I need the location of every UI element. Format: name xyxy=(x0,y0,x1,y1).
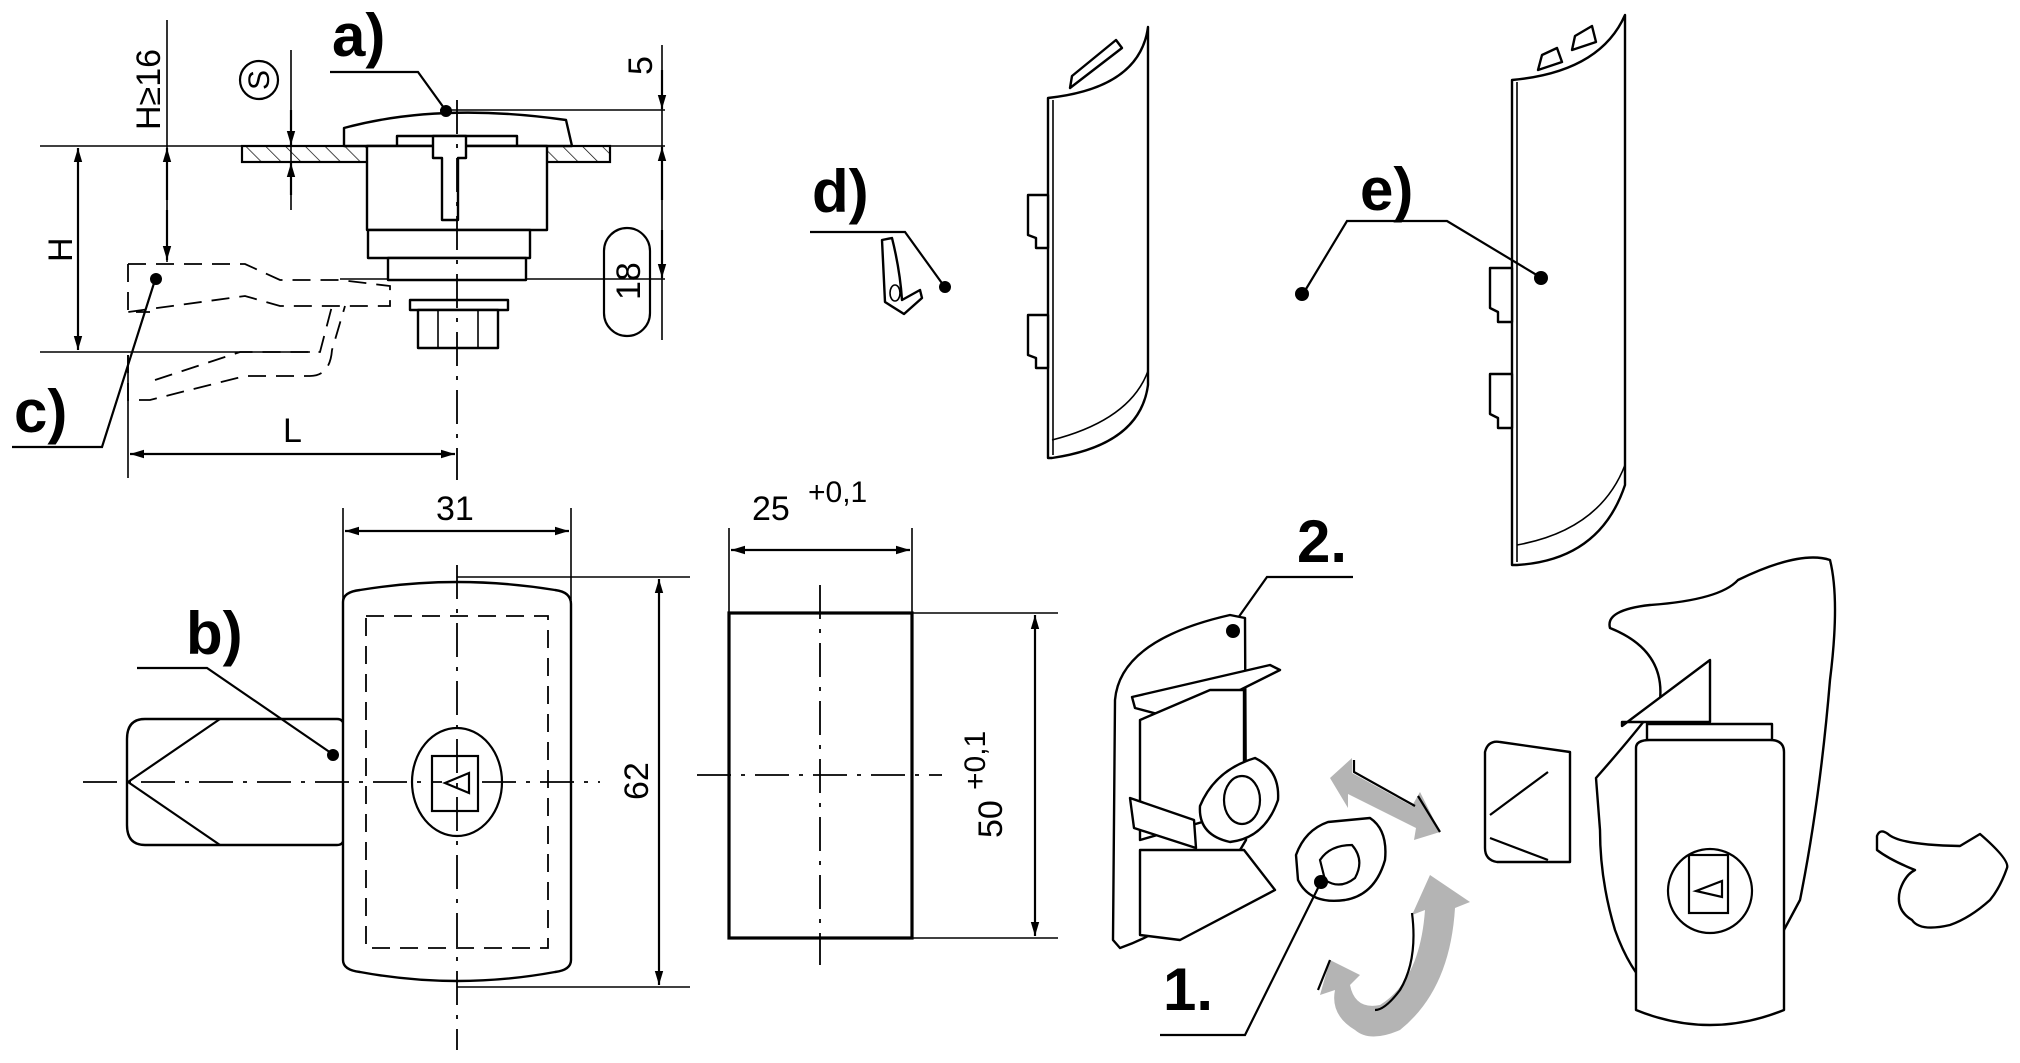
s-symbol-label: S xyxy=(243,70,276,90)
leader-dot-step-1 xyxy=(1314,875,1328,889)
cover-band xyxy=(1051,370,1149,441)
leader-a xyxy=(330,70,445,109)
housing-bottom xyxy=(1138,848,1277,942)
cover-clip xyxy=(1026,313,1050,370)
handle-body xyxy=(341,580,573,983)
leader-dot-d xyxy=(939,281,951,293)
cover-tab xyxy=(1068,38,1124,90)
clip-part-d: d) xyxy=(810,158,951,316)
callout-d: d) xyxy=(812,158,869,225)
callout-step-2: 2. xyxy=(1297,508,1347,575)
callout-a: a) xyxy=(332,2,385,69)
leader-e xyxy=(1302,219,1541,295)
mounted-lock-view xyxy=(1483,556,2009,1027)
rotate-arrow-edge xyxy=(1316,959,1332,991)
s-symbol-circle xyxy=(238,59,280,101)
cutout-height-label: 50 xyxy=(972,800,1010,838)
triangle-mark xyxy=(442,771,471,795)
cover-clip xyxy=(1488,266,1514,324)
mounted-triangle-mark xyxy=(1692,879,1724,899)
cover-clip xyxy=(1026,193,1050,250)
cam-phantom xyxy=(127,263,391,313)
side-section-view: H≥16 H S 5 18 L a) c) xyxy=(12,2,667,480)
clip xyxy=(880,236,924,316)
assembly-exploded-view: 2. 1. xyxy=(1111,508,1470,1037)
cover-tab xyxy=(1536,46,1564,72)
slide-arrow-edge xyxy=(1352,760,1441,833)
callout-c: c) xyxy=(14,378,67,445)
cover-clip xyxy=(1488,372,1514,430)
mounted-key-cylinder xyxy=(1666,847,1754,935)
mounted-key-face xyxy=(1687,853,1730,915)
hand-icon xyxy=(1875,830,2009,929)
callout-step-1: 1. xyxy=(1163,956,1213,1023)
body-depth-pill xyxy=(602,226,652,338)
washer xyxy=(408,298,510,312)
housing-latch xyxy=(1128,796,1198,850)
front-view: 31 62 b) xyxy=(83,490,690,1050)
body-depth-label: 18 xyxy=(610,262,648,300)
leader-b xyxy=(137,666,332,754)
callout-b: b) xyxy=(186,600,243,667)
mounted-handle xyxy=(1634,738,1786,1027)
panel-cutout-view: 25 +0,1 50 +0,1 xyxy=(697,476,1058,965)
top-offset-label: 5 xyxy=(622,56,660,75)
mount-frame xyxy=(1620,658,1712,728)
nut xyxy=(416,308,500,350)
cover-tab xyxy=(1570,24,1598,52)
leader-step-1 xyxy=(1160,883,1321,1037)
front-height-label: 62 xyxy=(618,762,656,800)
housing-ring xyxy=(1198,756,1280,844)
cam-ring-inner xyxy=(1318,843,1361,886)
key-face xyxy=(430,754,480,813)
key-slot xyxy=(431,134,468,222)
cam-phantom-mid xyxy=(154,305,333,381)
clip-hole xyxy=(889,284,901,302)
cam-ring xyxy=(1294,816,1387,902)
slide-arrow-icon xyxy=(1330,758,1440,840)
leader-dot-c xyxy=(150,273,162,285)
l-label: L xyxy=(283,412,302,450)
leader-dot-b xyxy=(327,749,339,761)
h-label: H xyxy=(42,237,80,262)
callout-e: e) xyxy=(1360,156,1413,223)
rotate-arrow-edge xyxy=(1374,912,1415,1012)
rotate-arrow-icon xyxy=(1320,875,1470,1037)
cover-right xyxy=(1510,13,1627,567)
cam-mounted xyxy=(1483,740,1572,864)
front-width-label: 31 xyxy=(436,490,474,528)
cam-phantom-lower xyxy=(127,305,346,401)
leader-dot-e1 xyxy=(1295,287,1309,301)
cover-band xyxy=(1516,464,1626,546)
leader-dot-step-2 xyxy=(1226,624,1240,638)
body-collar xyxy=(366,228,532,260)
cutout-width-tolerance: +0,1 xyxy=(808,476,867,509)
cover-left xyxy=(1046,25,1150,460)
leader-step-2 xyxy=(1232,575,1353,626)
leader-dot-e2 xyxy=(1534,271,1548,285)
leader-c xyxy=(12,279,157,449)
leader-d xyxy=(810,230,945,287)
cutout-width-label: 25 xyxy=(752,490,790,528)
cam-mounted-edge xyxy=(1489,771,1549,862)
leader-dot-a xyxy=(440,105,452,117)
cutout-height-tolerance: +0,1 xyxy=(959,731,992,790)
ring-hole xyxy=(1222,774,1262,826)
cover-parts-e: e) xyxy=(1026,13,1627,567)
h-min-label: H≥16 xyxy=(130,49,168,130)
